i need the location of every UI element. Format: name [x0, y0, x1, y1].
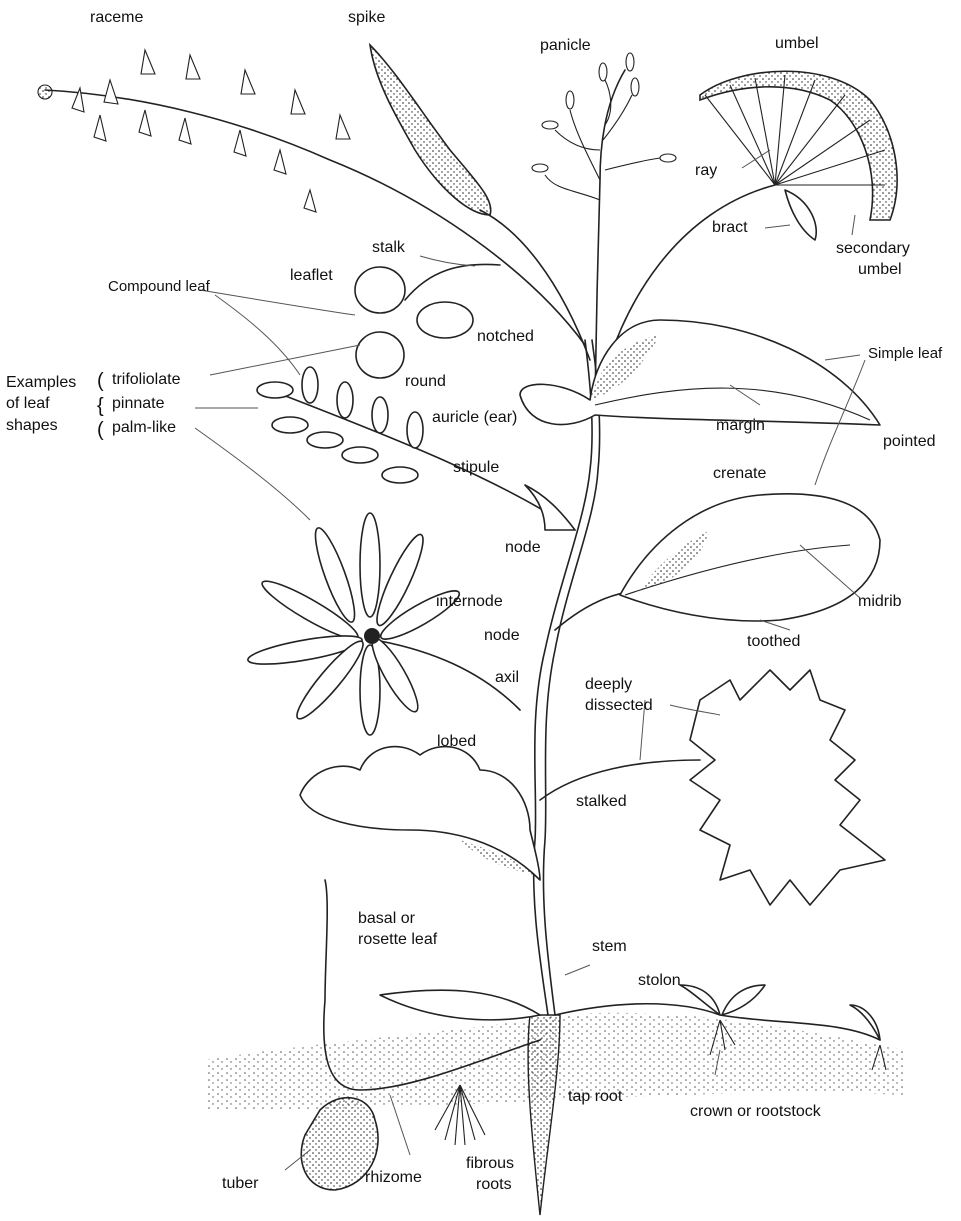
label-leaflet: leaflet	[290, 267, 333, 284]
label-margin: margin	[716, 417, 765, 434]
label-raceme: raceme	[90, 9, 143, 26]
label-lobed: lobed	[437, 733, 476, 750]
label-auricle: auricle (ear)	[432, 409, 517, 426]
label-stolon: stolon	[638, 972, 681, 989]
brace-glyph: (	[97, 370, 104, 392]
label-node-upper: node	[505, 539, 541, 556]
raceme-branch	[45, 90, 585, 345]
label-examples-1: Examples	[6, 374, 76, 391]
brace-glyph: {	[97, 395, 104, 417]
label-toothed: toothed	[747, 633, 800, 650]
label-examples-2: of leaf	[6, 395, 50, 412]
basal-leaf-shape	[380, 990, 540, 1020]
spike-inflorescence	[370, 45, 491, 215]
label-trifoliolate: trifoliolate	[112, 371, 181, 388]
crenate-leaf-shape	[620, 494, 880, 621]
main-stem	[534, 340, 592, 1015]
raceme-flowers	[38, 50, 350, 212]
label-tuber: tuber	[222, 1175, 259, 1192]
label-secondary-umbel-1: secondary	[836, 240, 910, 257]
dissected-leaf-shape	[690, 670, 885, 905]
trifoliolate-leaflet-bottom	[356, 332, 404, 378]
label-round: round	[405, 373, 446, 390]
label-pointed: pointed	[883, 433, 936, 450]
label-basal-2: rosette leaf	[358, 931, 438, 948]
label-node-lower: node	[484, 627, 520, 644]
label-compound-leaf: Compound leaf	[108, 278, 211, 295]
label-fibrous-1: fibrous	[466, 1155, 514, 1172]
trifoliolate-leaflet-right	[417, 302, 473, 338]
label-deeply-2: dissected	[585, 697, 653, 714]
label-internode: internode	[436, 593, 503, 610]
label-stalked: stalked	[576, 793, 627, 810]
label-rhizome: rhizome	[365, 1169, 422, 1186]
label-ray: ray	[695, 162, 717, 179]
label-stem: stem	[592, 938, 627, 955]
tap-root-shape	[528, 1015, 560, 1215]
pinnate-leaflets	[257, 367, 423, 483]
label-notched: notched	[477, 328, 534, 345]
trifoliolate-leaflet-top	[355, 267, 405, 313]
label-examples-3: shapes	[6, 417, 58, 434]
brace-glyph: (	[97, 419, 104, 441]
bract-shape	[785, 190, 816, 240]
stipule-shape	[525, 485, 575, 530]
label-tap-root: tap root	[568, 1088, 623, 1105]
label-umbel: umbel	[775, 35, 819, 52]
label-simple-leaf: Simple leaf	[868, 345, 943, 362]
label-stipule: stipule	[453, 459, 499, 476]
label-bract: bract	[712, 219, 748, 236]
trifoliolate-stalk	[405, 264, 500, 300]
label-secondary-umbel-2: umbel	[858, 261, 902, 278]
label-fibrous-2: roots	[476, 1176, 512, 1193]
label-basal-1: basal or	[358, 910, 416, 927]
label-palm-like: palm-like	[112, 419, 176, 436]
label-spike: spike	[348, 9, 385, 26]
palm-like-leaf	[246, 513, 464, 735]
label-pinnate: pinnate	[112, 395, 165, 412]
label-midrib: midrib	[858, 593, 902, 610]
label-deeply-1: deeply	[585, 676, 632, 693]
label-axil: axil	[495, 669, 519, 686]
label-crenate: crenate	[713, 465, 766, 482]
label-panicle: panicle	[540, 37, 591, 54]
label-stalk: stalk	[372, 239, 406, 256]
simple-leaf-shape	[520, 320, 880, 425]
label-crown: crown or rootstock	[690, 1103, 822, 1120]
